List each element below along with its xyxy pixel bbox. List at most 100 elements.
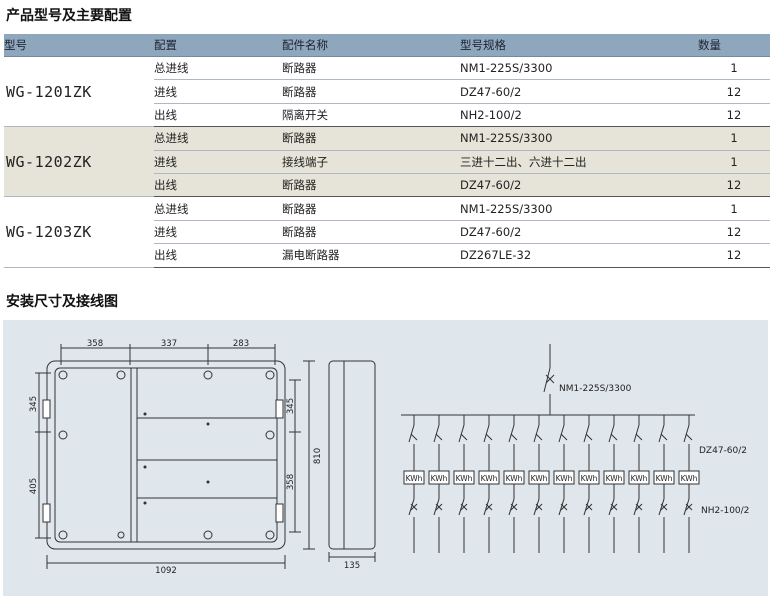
spec-cell: DZ47-60/2	[460, 220, 698, 245]
branch-6: KWh	[528, 415, 550, 553]
config-cell: 出线	[154, 103, 282, 128]
section-title-products: 产品型号及主要配置	[6, 8, 132, 24]
kwh-meter-label: KWh	[581, 474, 598, 483]
part-cell: 断路器	[282, 126, 460, 151]
model-cell: WG-1203ZK	[4, 196, 154, 268]
kwh-meter-label: KWh	[681, 474, 698, 483]
qty-cell: 1	[698, 150, 770, 174]
branch-7: KWh	[553, 415, 575, 553]
part-cell: 漏电断路器	[282, 243, 460, 268]
dim-top-2: 337	[161, 339, 177, 349]
kwh-meter-label: KWh	[431, 474, 448, 483]
header-part-name: 配件名称	[282, 34, 460, 57]
branch-8: KWh	[578, 415, 600, 553]
branch-1: KWh	[403, 415, 425, 553]
model-cell: WG-1202ZK	[4, 126, 154, 198]
installation-drawing: 358 337 283 345 405 345 358 810 1092 135…	[29, 339, 749, 576]
model-cell: WG-1201ZK	[4, 56, 154, 128]
spec-cell: NM1-225S/3300	[460, 126, 698, 151]
qty-cell: 12	[698, 243, 770, 268]
header-spec: 型号规格	[460, 34, 698, 57]
part-cell: 断路器	[282, 173, 460, 198]
table-row: 进线 断路器 DZ47-60/2 12	[4, 79, 770, 104]
enclosure-outline	[46, 360, 286, 550]
spec-cell: NH2-100/2	[460, 103, 698, 128]
qty-cell: 1	[698, 126, 770, 151]
kwh-meter-label: KWh	[606, 474, 623, 483]
branch-9: KWh	[603, 415, 625, 553]
table-row: 进线 断路器 DZ47-60/2 12	[4, 220, 770, 245]
table-row: 出线 断路器 DZ47-60/2 12	[4, 173, 770, 198]
dim-height: 810	[313, 448, 323, 464]
header-model: 型号	[4, 34, 154, 57]
table-row: 出线 隔离开关 NH2-100/2 12	[4, 103, 770, 128]
kwh-meter-label: KWh	[456, 474, 473, 483]
table-row: 进线 接线端子 三进十二出、六进十二出 1	[4, 150, 770, 174]
kwh-meter-label: KWh	[556, 474, 573, 483]
part-cell: 断路器	[282, 79, 460, 104]
config-cell: 出线	[154, 173, 282, 198]
spec-cell: DZ47-60/2	[460, 173, 698, 198]
config-cell: 进线	[154, 150, 282, 174]
part-cell: 隔离开关	[282, 103, 460, 128]
config-cell: 总进线	[154, 196, 282, 221]
config-cell: 出线	[154, 243, 282, 268]
config-cell: 总进线	[154, 56, 282, 81]
branch-4: KWh	[478, 415, 500, 553]
branch-10: KWh	[628, 415, 650, 553]
branch-breaker-label: DZ47-60/2	[699, 446, 747, 456]
main-breaker-label: NM1-225S/3300	[559, 384, 632, 394]
qty-cell: 12	[698, 79, 770, 104]
dim-depth: 135	[344, 561, 360, 571]
config-cell: 总进线	[154, 126, 282, 151]
dim-top-1: 358	[87, 339, 103, 349]
qty-cell: 12	[698, 173, 770, 198]
table-row: WG-1202ZK 总进线 断路器 NM1-225S/3300 1	[4, 126, 770, 198]
branch-11: KWh	[653, 415, 675, 553]
table-row: WG-1203ZK 总进线 断路器 NM1-225S/3300 1	[4, 196, 770, 268]
installation-diagram-panel: 358 337 283 345 405 345 358 810 1092 135…	[3, 320, 768, 596]
dim-left-1: 345	[29, 396, 39, 412]
header-config: 配置	[154, 34, 282, 57]
qty-cell: 12	[698, 220, 770, 245]
side-view-outline	[328, 360, 376, 550]
dim-right-1: 345	[286, 398, 296, 414]
kwh-meter-label: KWh	[656, 474, 673, 483]
enclosure-inner	[54, 367, 278, 543]
branch-12: KWh	[678, 415, 700, 553]
wiring-diagram	[401, 344, 695, 416]
table-row: 出线 漏电断路器 DZ267LE-32 12	[4, 243, 770, 268]
product-config-table: 型号 配置 配件名称 型号规格 数量 WG-1201ZK 总进线 断路器 NM1…	[4, 34, 770, 268]
spec-cell: NM1-225S/3300	[460, 56, 698, 81]
qty-cell: 12	[698, 103, 770, 128]
spec-cell: NM1-225S/3300	[460, 196, 698, 221]
section-title-installation: 安装尺寸及接线图	[6, 294, 118, 310]
dim-top-3: 283	[233, 339, 249, 349]
kwh-meter-label: KWh	[481, 474, 498, 483]
part-cell: 接线端子	[282, 150, 460, 174]
part-cell: 断路器	[282, 196, 460, 221]
switch-label: NH2-100/2	[701, 506, 749, 516]
header-quantity: 数量	[698, 34, 770, 57]
kwh-meter-label: KWh	[631, 474, 648, 483]
dim-right-2: 358	[286, 474, 296, 490]
part-cell: 断路器	[282, 56, 460, 81]
config-cell: 进线	[154, 79, 282, 104]
spec-cell: DZ267LE-32	[460, 243, 698, 268]
dim-width: 1092	[155, 566, 177, 576]
spec-cell: 三进十二出、六进十二出	[460, 150, 698, 174]
table-header-row: 型号 配置 配件名称 型号规格 数量	[4, 34, 770, 57]
table-row: WG-1201ZK 总进线 断路器 NM1-225S/3300 1	[4, 56, 770, 128]
kwh-meter-label: KWh	[531, 474, 548, 483]
branch-2: KWh	[428, 415, 450, 553]
spec-cell: DZ47-60/2	[460, 79, 698, 104]
kwh-meter-label: KWh	[506, 474, 523, 483]
branch-5: KWh	[503, 415, 525, 553]
config-cell: 进线	[154, 220, 282, 245]
part-cell: 断路器	[282, 220, 460, 245]
qty-cell: 1	[698, 56, 770, 81]
dim-left-2: 405	[29, 478, 39, 494]
branch-circuits: KWh KWh KWh KWh KWh KWh KWh KWh KWh KWh KWh KWh	[403, 415, 700, 553]
qty-cell: 1	[698, 196, 770, 221]
branch-3: KWh	[453, 415, 475, 553]
